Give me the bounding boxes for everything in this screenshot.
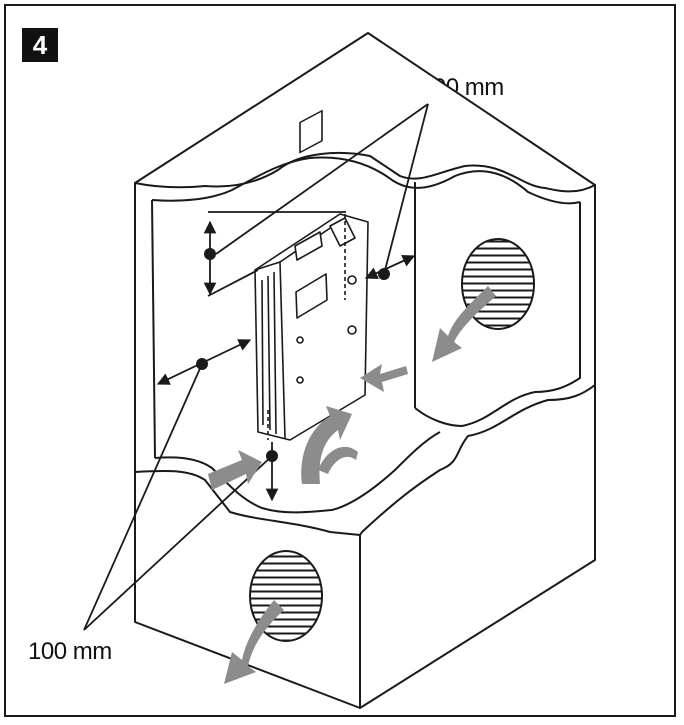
clearance-dimension-lines — [83, 103, 429, 631]
airflow-in-arrow-left — [208, 450, 262, 490]
cutaway-inner-walls — [151, 156, 581, 514]
top-device-edge-line — [207, 269, 259, 297]
bottom-clearance-label: 100 mm — [28, 638, 112, 665]
airflow-in-arrow-right — [360, 364, 408, 392]
clearance-points — [196, 248, 390, 462]
wall-mounted-device — [254, 109, 369, 441]
right-clearance-arrow — [364, 254, 416, 280]
airflow-up-arrow-1 — [301, 406, 352, 484]
airflow-out-arrow-side — [432, 286, 496, 362]
step-number-badge: 4 — [22, 28, 58, 62]
airflow-out-arrow-bottom — [224, 600, 284, 684]
airflow-up-arrow-2 — [318, 446, 358, 474]
figure-frame — [4, 4, 676, 717]
airflow-arrows — [208, 286, 496, 684]
